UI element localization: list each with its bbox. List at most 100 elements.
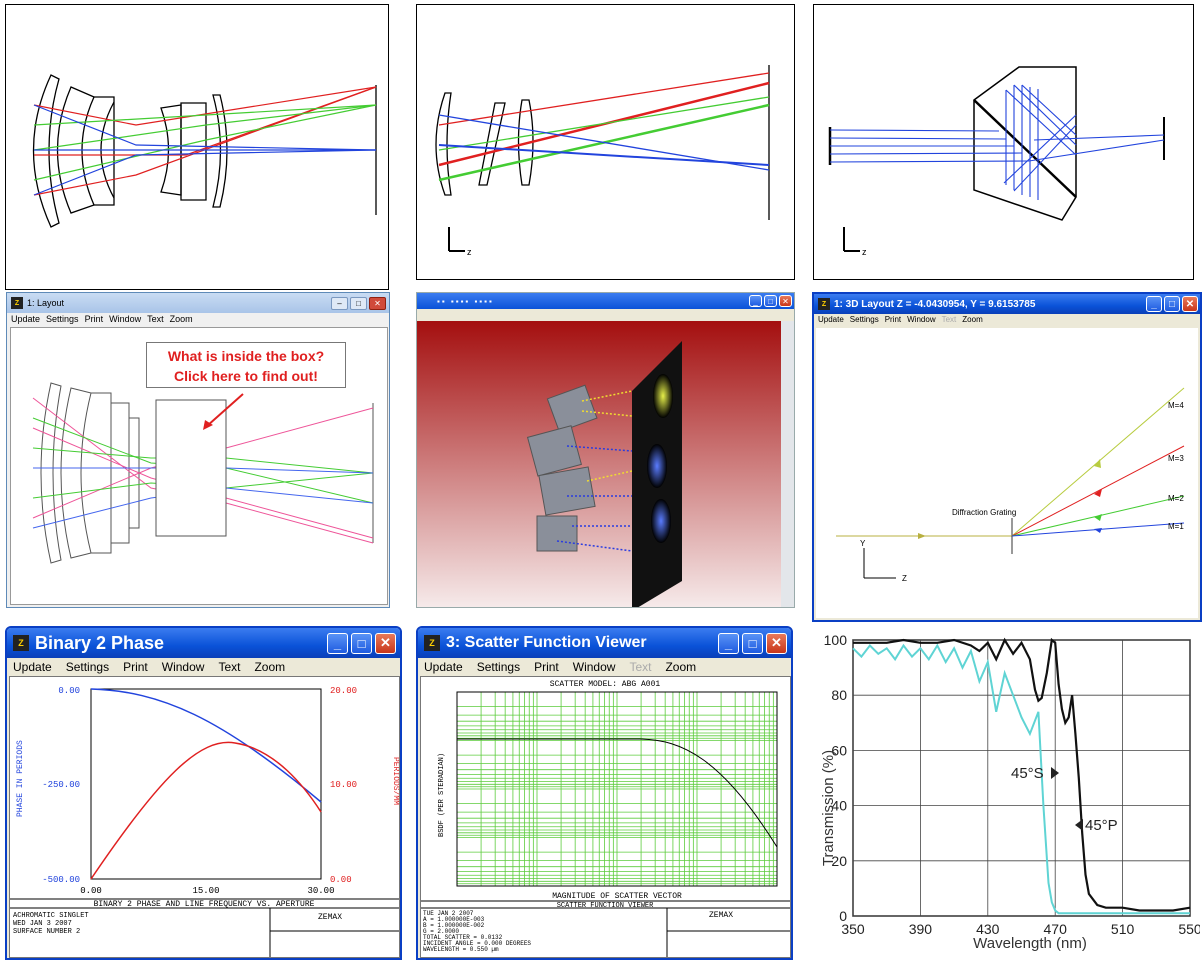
window-title: 1: Layout: [27, 298, 65, 308]
menu-text[interactable]: Text: [629, 660, 652, 674]
menu-print[interactable]: Print: [123, 660, 148, 674]
menu-update[interactable]: Update: [11, 314, 41, 324]
axis-z-label: Z: [902, 574, 907, 583]
plot-caption: SCATTER FUNCTION VIEWER: [557, 902, 654, 910]
menu-print[interactable]: Print: [534, 660, 559, 674]
prism-layout-drawing: z: [828, 66, 1165, 257]
window-titlebar[interactable]: Z 1: Layout – □ ✕: [7, 293, 389, 313]
y-tick-label: 60: [831, 742, 847, 758]
maximize-button[interactable]: □: [764, 295, 777, 307]
menu-zoom[interactable]: Zoom: [665, 660, 697, 674]
axis-z-label: z: [467, 247, 472, 257]
menu-text[interactable]: Text: [218, 660, 241, 674]
minimize-button[interactable]: _: [1146, 296, 1162, 312]
y-axis-label: BSDF (PER STERADIAN): [438, 753, 446, 837]
x-tick-label: 350: [841, 921, 865, 937]
menu-zoom[interactable]: Zoom: [962, 315, 983, 324]
callout-box[interactable]: What is inside the box? Click here to fi…: [146, 342, 346, 388]
y-right-tick-2: 0.00: [330, 875, 352, 885]
lens-layout-drawing: [32, 74, 377, 228]
order-label-m1: M=1: [1168, 522, 1184, 531]
minimize-button[interactable]: _: [718, 632, 739, 654]
series-label-p: 45°P: [1085, 817, 1118, 834]
window-titlebar[interactable]: Z 1: 3D Layout Z = -4.0430954, Y = 9.615…: [814, 294, 1200, 314]
info-line-1: ACHROMATIC SINGLET: [13, 912, 89, 920]
window-titlebar[interactable]: Z Binary 2 Phase _ □ ✕: [7, 628, 400, 658]
render-3d-window: ▪▪ ▪▪▪▪ ▪▪▪▪ _ □ ✕: [416, 292, 795, 608]
chart-series: [852, 637, 1191, 915]
y-right-tick-0: 20.00: [330, 686, 357, 696]
menu-zoom[interactable]: Zoom: [169, 314, 193, 324]
x-tick-label: 510: [1111, 921, 1135, 937]
axis-indicator: z: [843, 227, 867, 257]
maximize-button[interactable]: □: [742, 632, 763, 654]
close-button[interactable]: ✕: [779, 295, 792, 307]
y-tick-label: 80: [831, 687, 847, 703]
menu-settings[interactable]: Settings: [849, 315, 879, 324]
menu-print[interactable]: Print: [84, 314, 104, 324]
prism-layout-tile: z: [813, 4, 1194, 280]
plot-title: SCATTER MODEL: ABG A001: [550, 680, 661, 689]
menu-bar: Update Settings Print Window Text Zoom: [7, 313, 389, 325]
minimize-button[interactable]: _: [749, 295, 762, 307]
lens-layout-tile-2: z: [416, 4, 795, 280]
scatter-window: Z 3: Scatter Function Viewer _ □ ✕ Updat…: [416, 626, 793, 960]
menu-window[interactable]: Window: [907, 315, 936, 324]
diffraction-window: Z 1: 3D Layout Z = -4.0430954, Y = 9.615…: [812, 292, 1202, 622]
series-line-45p: [853, 637, 1191, 912]
y-left-tick-0: 0.00: [58, 686, 80, 696]
render-3d-view: [417, 321, 794, 607]
menu-window[interactable]: Window: [161, 660, 205, 674]
menu-bar: Update Settings Print Window Text Zoom: [814, 314, 1200, 325]
menu-settings[interactable]: Settings: [46, 314, 79, 324]
menu-window[interactable]: Window: [109, 314, 142, 324]
zemax-brand: ZEMAX: [318, 913, 342, 922]
x-tick-0: 0.00: [80, 886, 102, 896]
series-line-45s: [852, 643, 1190, 915]
menu-settings[interactable]: Settings: [476, 660, 521, 674]
close-button[interactable]: ✕: [1182, 296, 1198, 312]
minimize-button[interactable]: –: [331, 296, 348, 310]
zemax-brand: ZEMAX: [709, 911, 733, 920]
order-label-m2: M=2: [1168, 494, 1184, 503]
window-titlebar[interactable]: ▪▪ ▪▪▪▪ ▪▪▪▪ _ □ ✕: [417, 293, 794, 309]
order-label-m3: M=3: [1168, 454, 1184, 463]
series-label-s: 45°S: [1011, 765, 1044, 782]
x-tick-label: 430: [976, 921, 1000, 937]
mystery-box[interactable]: [155, 399, 227, 537]
callout-line-1: What is inside the box?: [167, 348, 325, 364]
close-button[interactable]: ✕: [375, 632, 396, 654]
menu-print[interactable]: Print: [884, 315, 902, 324]
menu-settings[interactable]: Settings: [65, 660, 110, 674]
info-line-7: WAVELENGTH = 0.550 µm: [423, 946, 499, 953]
binary-phase-plot: 0.00 -250.00 -500.00 20.00 10.00 0.00 0.…: [10, 686, 399, 957]
menu-text[interactable]: Text: [941, 315, 957, 324]
lens-layout-drawing: z: [435, 65, 770, 257]
menu-zoom[interactable]: Zoom: [254, 660, 286, 674]
y-right-tick-1: 10.00: [330, 780, 357, 790]
menu-update[interactable]: Update: [818, 315, 844, 324]
y-right-axis-label: PERIODS/MM: [391, 757, 399, 805]
maximize-button[interactable]: □: [350, 296, 367, 310]
toolbar: [417, 309, 794, 321]
menu-text[interactable]: Text: [147, 314, 164, 324]
close-button[interactable]: ✕: [766, 632, 787, 654]
close-button[interactable]: ✕: [369, 296, 386, 310]
plot-caption: BINARY 2 PHASE AND LINE FREQUENCY VS. AP…: [94, 900, 315, 909]
info-line-5: TOTAL SCATTER = 0.0132: [423, 934, 503, 941]
scatter-plot: SCATTER MODEL: ABG A001 BSDF (PER STERAD…: [421, 680, 790, 957]
zemax-app-icon: Z: [13, 635, 29, 651]
plot-grid: [456, 691, 777, 886]
zemax-app-icon: Z: [11, 297, 23, 309]
maximize-button[interactable]: □: [1164, 296, 1180, 312]
menu-update[interactable]: Update: [13, 660, 52, 674]
window-titlebar[interactable]: Z 3: Scatter Function Viewer _ □ ✕: [418, 628, 791, 658]
diffraction-drawing: Diffraction Grating M=4 M=3 M=2 M=1 Y Z: [836, 387, 1184, 583]
menu-window[interactable]: Window: [572, 660, 616, 674]
maximize-button[interactable]: □: [351, 632, 372, 654]
menu-update[interactable]: Update: [424, 660, 463, 674]
minimize-button[interactable]: _: [327, 632, 348, 654]
binary-phase-window: Z Binary 2 Phase _ □ ✕ Update Settings P…: [5, 626, 402, 960]
